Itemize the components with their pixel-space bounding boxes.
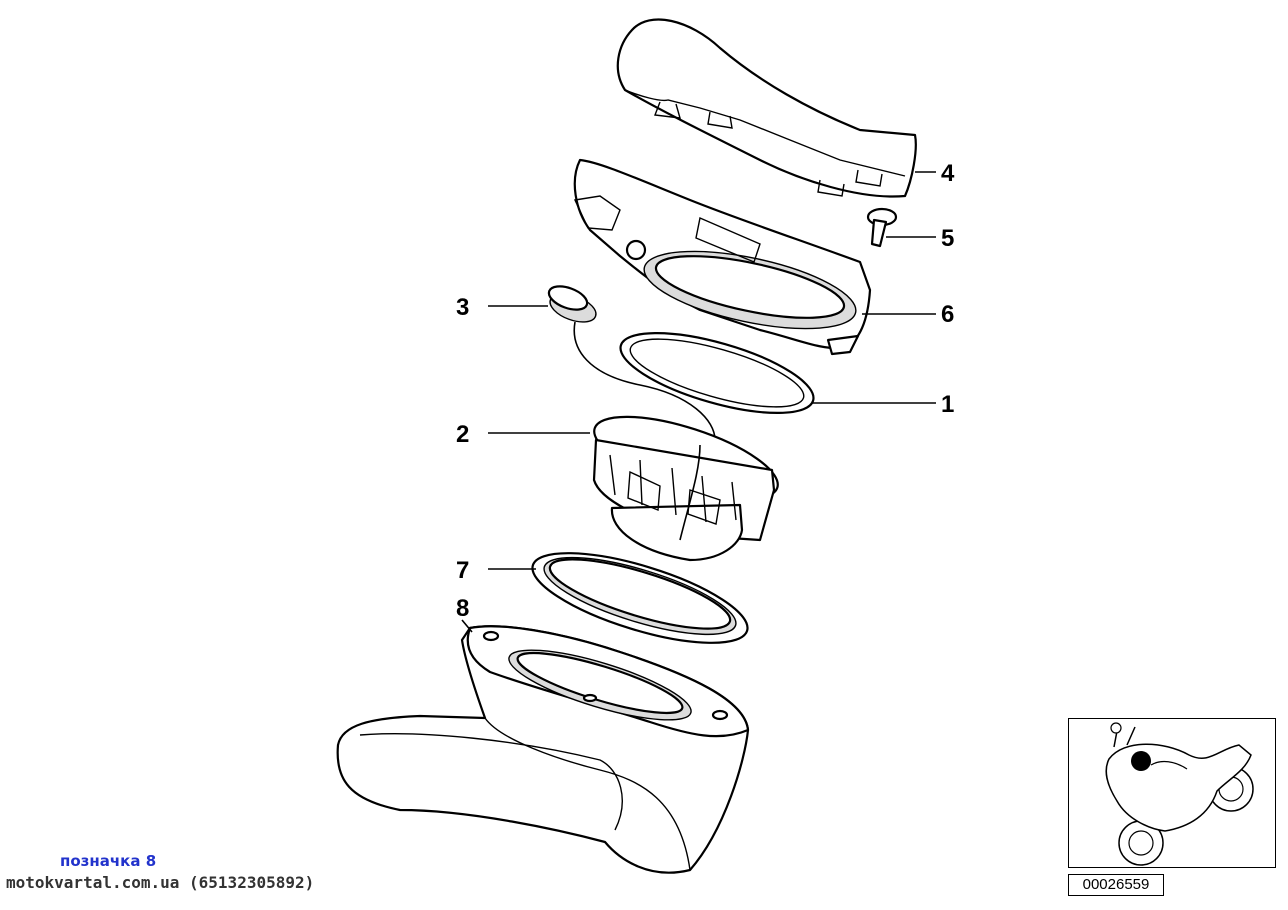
callout-7: 7 (456, 557, 469, 584)
part-8-base (336, 625, 750, 874)
marker-note: позначка 8 (60, 852, 157, 870)
locator-dot (1131, 751, 1151, 771)
callout-4: 4 (941, 160, 955, 187)
motorcycle-icon (1105, 722, 1254, 866)
callout-6: 6 (941, 301, 954, 328)
part-2-speaker (592, 415, 779, 562)
leader-lines (461, 171, 936, 633)
diagram-code: 00026559 (1068, 874, 1164, 896)
part-6-housing (573, 158, 872, 356)
callout-5: 5 (941, 225, 954, 252)
callout-3: 3 (456, 294, 469, 321)
part-7-ring (531, 552, 749, 644)
locator-inset (1068, 718, 1276, 868)
callout-2: 2 (456, 421, 469, 448)
part-1-gasket (619, 332, 815, 414)
callout-1: 1 (941, 391, 954, 418)
callout-8: 8 (456, 595, 469, 622)
site-watermark: motokvartal.com.ua (65132305892) (6, 873, 315, 892)
part-3-grommet (547, 285, 597, 323)
part-5-screw (866, 207, 898, 248)
part-4-cover (616, 18, 917, 198)
